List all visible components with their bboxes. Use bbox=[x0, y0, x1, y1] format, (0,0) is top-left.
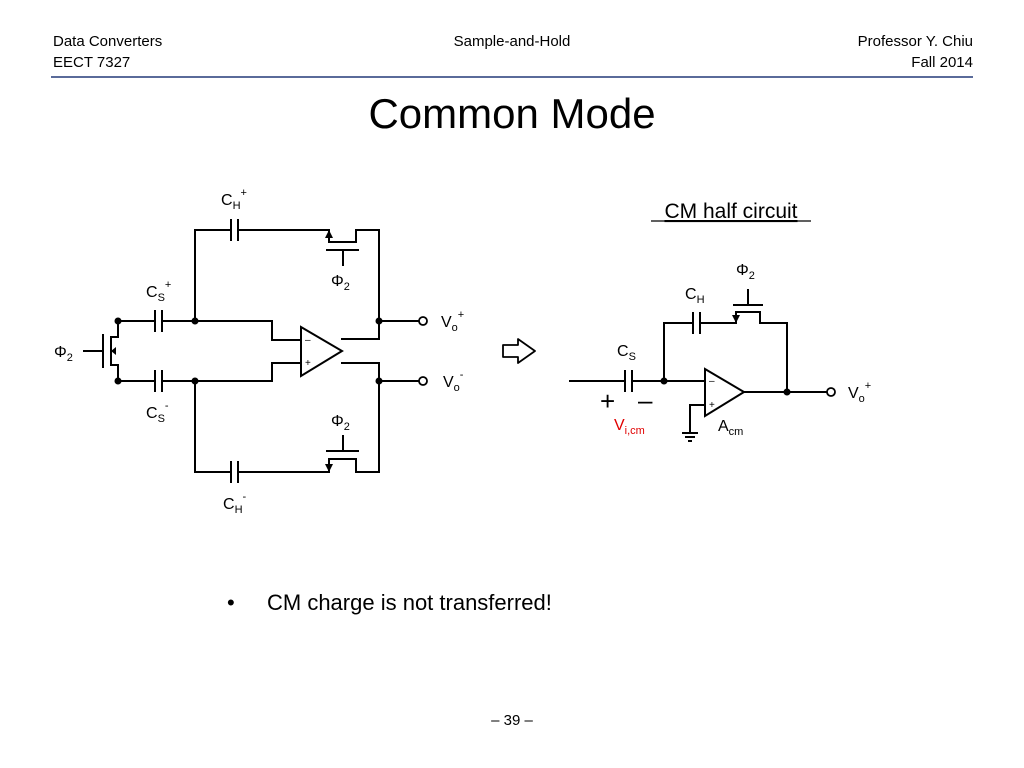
opamp-left-minus: – bbox=[305, 335, 311, 346]
cs-plus-branch bbox=[117, 310, 302, 341]
label-vo-cm: Vo+ bbox=[848, 380, 871, 405]
header-left: Data Converters EECT 7327 bbox=[53, 31, 162, 73]
label-acm: Acm bbox=[718, 418, 743, 438]
header-rule bbox=[51, 76, 973, 78]
junction-dots bbox=[114, 317, 791, 396]
ch-plus-loop bbox=[194, 219, 380, 322]
ground-icon bbox=[682, 432, 698, 442]
course-name: Data Converters bbox=[53, 33, 163, 50]
term: Fall 2014 bbox=[911, 54, 973, 71]
label-phi-cm: Φ2 bbox=[736, 262, 755, 282]
bullet-item: • CM charge is not transferred! bbox=[227, 590, 552, 616]
cm-half-circuit-heading: CM half circuit bbox=[664, 200, 797, 223]
cs-minus-branch bbox=[117, 362, 302, 392]
source-minus-sign: – bbox=[638, 385, 653, 415]
source-plus-sign: + bbox=[600, 386, 615, 416]
slide-title: Common Mode bbox=[368, 90, 656, 137]
label-phi-left: Φ2 bbox=[54, 344, 73, 364]
vo-plus-terminal bbox=[418, 316, 428, 326]
label-cs-cm: CS bbox=[617, 343, 636, 363]
hollow-right-arrow-icon bbox=[502, 338, 536, 364]
bullet-dot: • bbox=[227, 590, 235, 615]
header-right: Professor Y. Chiu Fall 2014 bbox=[858, 31, 973, 73]
label-ch-plus: CH+ bbox=[221, 187, 247, 212]
cm-half-circuit bbox=[569, 289, 828, 434]
bullet-text: CM charge is not transferred! bbox=[267, 590, 552, 615]
instructor-name: Professor Y. Chiu bbox=[857, 33, 973, 50]
course-code: EECT 7327 bbox=[53, 54, 131, 71]
page-number: – 39 – bbox=[491, 712, 533, 729]
label-cs-plus: CS+ bbox=[146, 279, 171, 304]
opamp-right-minus: – bbox=[709, 376, 715, 387]
label-vo-plus: Vo+ bbox=[441, 309, 464, 334]
label-cs-minus: CS- bbox=[146, 400, 169, 425]
label-vo-minus: Vo- bbox=[443, 369, 464, 394]
label-vicm: Vi,cm bbox=[614, 417, 645, 437]
ch-minus-loop bbox=[194, 380, 380, 483]
label-phi-bottom: Φ2 bbox=[331, 413, 350, 433]
vo-minus-terminal bbox=[418, 376, 428, 386]
header-topic: Sample-and-Hold bbox=[453, 33, 571, 50]
label-ch-minus: CH- bbox=[223, 491, 247, 516]
opamp-right bbox=[704, 367, 746, 418]
opamp-right-plus: + bbox=[709, 400, 715, 411]
vo-terminal-cm bbox=[826, 387, 836, 397]
opamp-left bbox=[300, 325, 344, 378]
label-ch-cm: CH bbox=[685, 286, 705, 306]
opamp-left-plus: + bbox=[305, 358, 311, 369]
label-phi-top: Φ2 bbox=[331, 273, 350, 293]
